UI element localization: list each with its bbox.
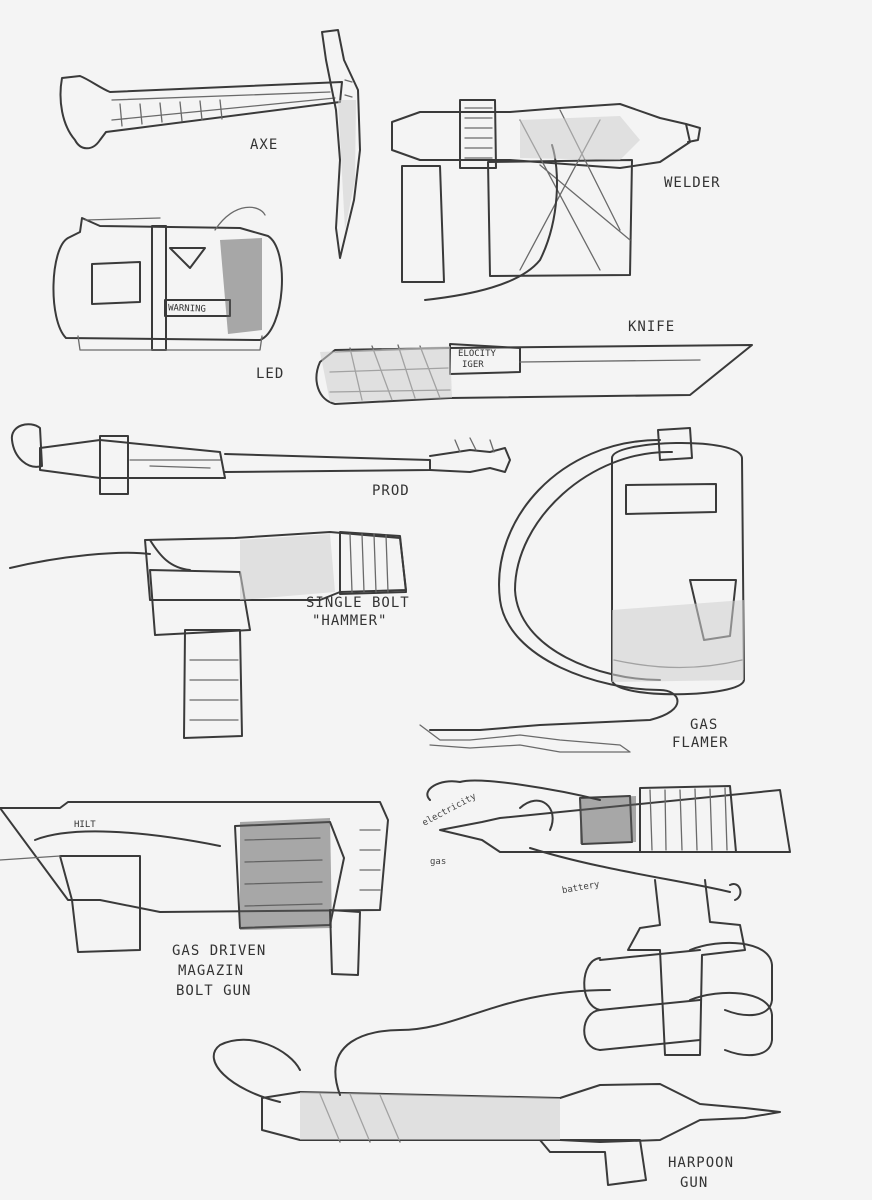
label-prod: PROD	[372, 483, 410, 499]
label-axe: AXE	[250, 137, 279, 153]
label-gas-small: gas	[430, 857, 447, 867]
warning-stamp: WARNING	[167, 303, 207, 315]
label-flamer: FLAMER	[672, 735, 729, 751]
velocity-stamp-2: IGER	[462, 360, 484, 370]
label-hammer: "HAMMER"	[312, 613, 388, 629]
harpoon-gun-sketch	[212, 879, 781, 1186]
label-led: LED	[256, 366, 285, 382]
electric-gun-sketch	[426, 779, 791, 901]
single-bolt-hammer-sketch	[9, 531, 407, 739]
gas-flamer-sketch	[419, 427, 745, 753]
hilt-stamp: HILT	[74, 820, 96, 830]
label-single-bolt: SINGLE BOLT	[306, 595, 410, 611]
knife-sketch	[315, 343, 753, 405]
label-gas: GAS	[690, 717, 719, 733]
gas-driven-bolt-gun-sketch	[0, 801, 389, 976]
label-gas-driven: GAS DRIVEN	[172, 943, 267, 959]
label-bolt-gun: BOLT GUN	[176, 983, 252, 999]
led-sketch	[52, 206, 283, 351]
velocity-stamp-1: ELOCITY	[458, 349, 496, 359]
label-harpoon: HARPOON	[668, 1155, 735, 1171]
axe-sketch	[59, 29, 361, 259]
label-knife: KNIFE	[628, 319, 676, 335]
label-gun: GUN	[680, 1175, 709, 1191]
welder-sketch	[391, 99, 701, 301]
prod-sketch	[10, 423, 511, 495]
label-magazin: MAGAZIN	[178, 963, 245, 979]
label-welder: WELDER	[664, 175, 721, 191]
